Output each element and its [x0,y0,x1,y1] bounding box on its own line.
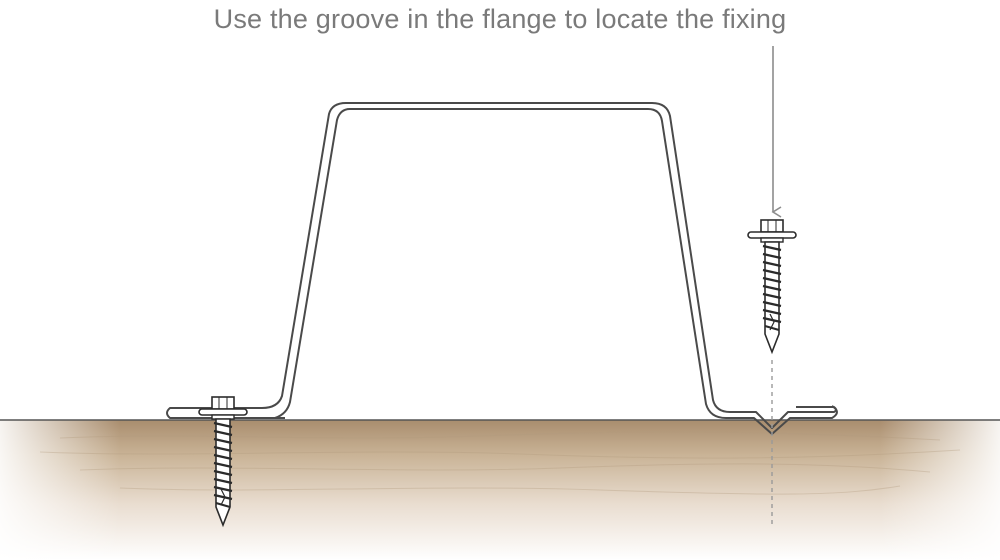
timber-substrate [0,419,1000,560]
wood-grain [39,431,961,495]
instruction-caption: Use the groove in the flange to locate t… [213,4,787,34]
hex-head-screw-icon [198,396,248,528]
hex-head-screw-icon [747,219,797,355]
roof-sheet-profile [166,102,838,435]
